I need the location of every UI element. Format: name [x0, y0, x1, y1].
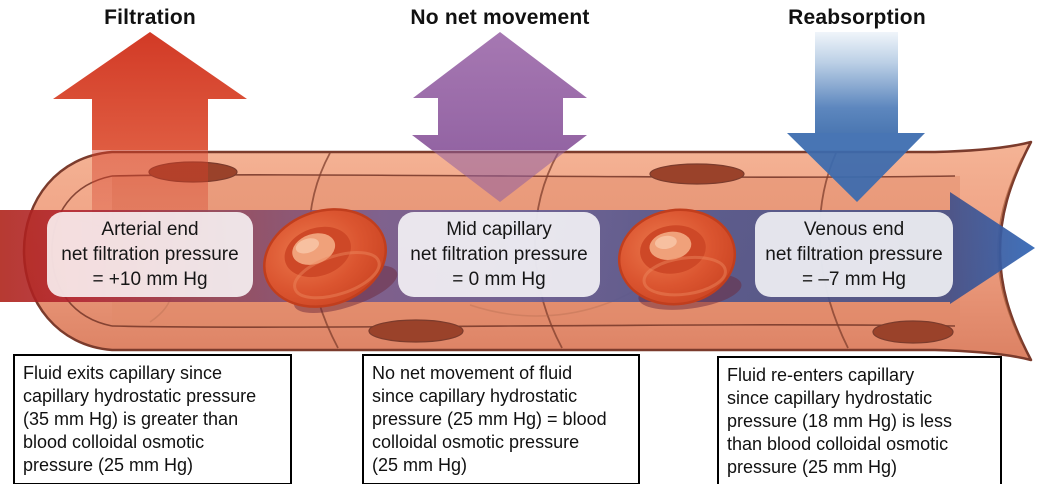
nucleus-icon: [872, 320, 954, 344]
mid-label-plate: [398, 212, 600, 297]
nucleus-icon: [649, 163, 745, 185]
arterial-label-plate: [47, 212, 253, 297]
mid-capillary-pressure-label: Mid capillary net filtration pressure = …: [410, 219, 588, 290]
reabsorption-arrow-icon: [787, 32, 925, 202]
filtration-label: Filtration: [104, 6, 196, 29]
pressure-label-plates: [47, 212, 953, 297]
no-net-movement-arrow-icon: [412, 32, 587, 150]
filtration-arrow-icon: [53, 32, 247, 150]
venous-label-plate: [755, 212, 953, 297]
no-net-movement-explanation-box: No net movement of fluid since capillary…: [362, 354, 640, 484]
rbc-rim-sheen: [642, 255, 727, 297]
filtration-explanation-box: Fluid exits capillary since capillary hy…: [13, 354, 292, 484]
arterial-end-pressure-label: Arterial end net filtration pressure = +…: [61, 219, 239, 290]
rbc-rim-sheen: [293, 251, 381, 300]
reabsorption-explanation-box: Fluid re-enters capillary since capillar…: [717, 356, 1002, 484]
capillary-lumen-bottom-edge: [111, 324, 956, 328]
reabsorption-label: Reabsorption: [788, 6, 926, 29]
no-net-arrowhead-lower: [431, 150, 568, 202]
nucleus-icon: [368, 319, 464, 343]
reabsorption-arrow-stem: [815, 32, 898, 133]
venous-end-pressure-label: Venous end net filtration pressure = –7 …: [765, 219, 943, 290]
no-net-movement-label: No net movement: [410, 6, 590, 29]
rbc-highlight: [295, 238, 319, 254]
red-blood-cell: [617, 208, 742, 310]
rbc-highlight: [654, 235, 677, 250]
red-blood-cell: [263, 208, 398, 314]
reabsorption-arrowhead: [787, 133, 925, 202]
blood-flow-arrowhead-icon: [950, 192, 1035, 304]
